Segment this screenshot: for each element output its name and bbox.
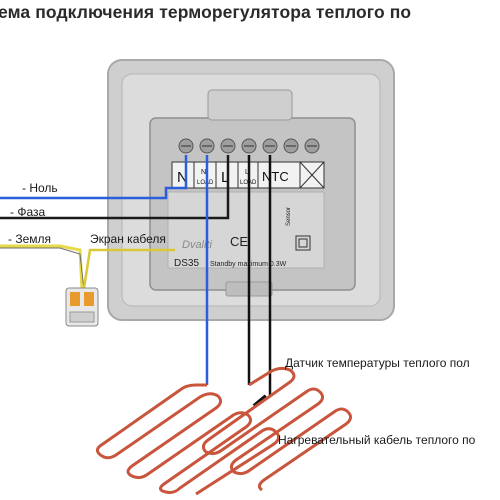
heating-cable	[95, 366, 353, 496]
screen-wire	[82, 248, 175, 289]
sensor-caption: Датчик температуры теплого пол	[285, 356, 470, 370]
device-square-icon	[295, 235, 311, 251]
terminal-screws	[178, 138, 320, 154]
neutral-wire-label: - Ноль	[22, 181, 58, 195]
device-brand: Dvaliti	[182, 239, 213, 251]
page-title: ема подключения терморегулятора теплого …	[0, 2, 412, 22]
housing-top-tab	[207, 89, 293, 121]
ground-wire-dark	[0, 247, 85, 291]
sensor-side-label: Sensor	[286, 207, 292, 226]
terminal-n-load-top: N	[201, 169, 206, 176]
phase-wire-label: - Фаза	[10, 205, 46, 219]
cable-caption: Нагревательный кабель теплого по	[278, 433, 476, 447]
screen-wire-label: Экран кабеля	[90, 232, 166, 246]
terminal-n-load-bottom: LOAD	[197, 180, 214, 186]
terminal-l-load-top: L	[245, 169, 249, 176]
terminal-n-label: N	[177, 169, 188, 186]
ground-wire-label: - Земля	[8, 232, 52, 246]
device-sticker	[167, 191, 325, 269]
ground-wire	[0, 244, 84, 291]
device-ce-mark: CE	[230, 234, 248, 249]
neutral-wire	[0, 155, 188, 200]
device-model: DS35	[174, 258, 199, 269]
terminal-ntc-label: NTC	[262, 169, 289, 184]
terminal-l-label: L	[221, 169, 229, 186]
